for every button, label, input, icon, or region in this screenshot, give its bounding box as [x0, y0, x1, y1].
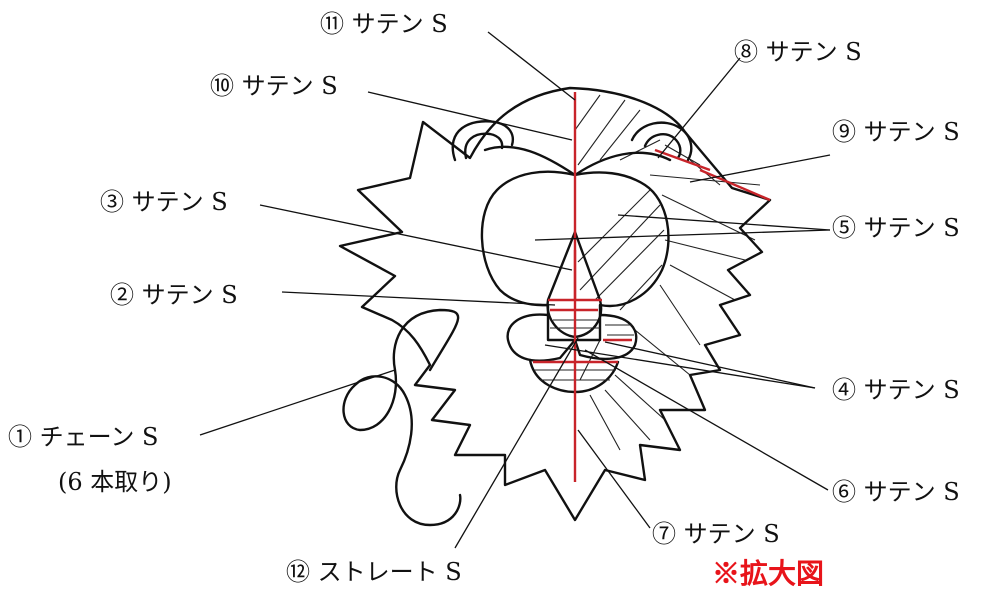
- label-10: ⑩ サテン S: [210, 72, 338, 100]
- leader-lines: [199, 31, 831, 549]
- right-ear: [630, 121, 693, 162]
- mane-outline: [338, 86, 772, 522]
- label-6: ⑥ サテン S: [832, 478, 960, 506]
- muzzle-left: [506, 313, 577, 362]
- label-12: ⑫ ストレート S: [286, 558, 462, 586]
- label-8: ⑧ サテン S: [734, 38, 862, 66]
- muzzle-right: [573, 313, 638, 361]
- label-4: ④ サテン S: [832, 376, 960, 404]
- leo-tail: [342, 308, 462, 527]
- enlarged-view-note: ※拡大図: [712, 557, 825, 590]
- satin-fill-lines: [574, 94, 761, 451]
- label-7: ⑦ サテン S: [652, 520, 780, 548]
- label-1: ① チェーン S: [8, 423, 159, 451]
- label-2: ② サテン S: [110, 281, 238, 309]
- label-3: ③ サテン S: [100, 188, 228, 216]
- label-11: ⑪ サテン S: [320, 10, 448, 38]
- label-1-sub: (6 本取り): [58, 468, 172, 496]
- left-ear-inner: [464, 132, 504, 160]
- red-accent-lines: [533, 92, 771, 482]
- label-5: ⑤ サテン S: [832, 214, 960, 242]
- forehead-curve: [483, 145, 672, 177]
- left-ear: [451, 120, 514, 162]
- label-9: ⑨ サテン S: [832, 118, 960, 146]
- face-outline: [480, 170, 670, 342]
